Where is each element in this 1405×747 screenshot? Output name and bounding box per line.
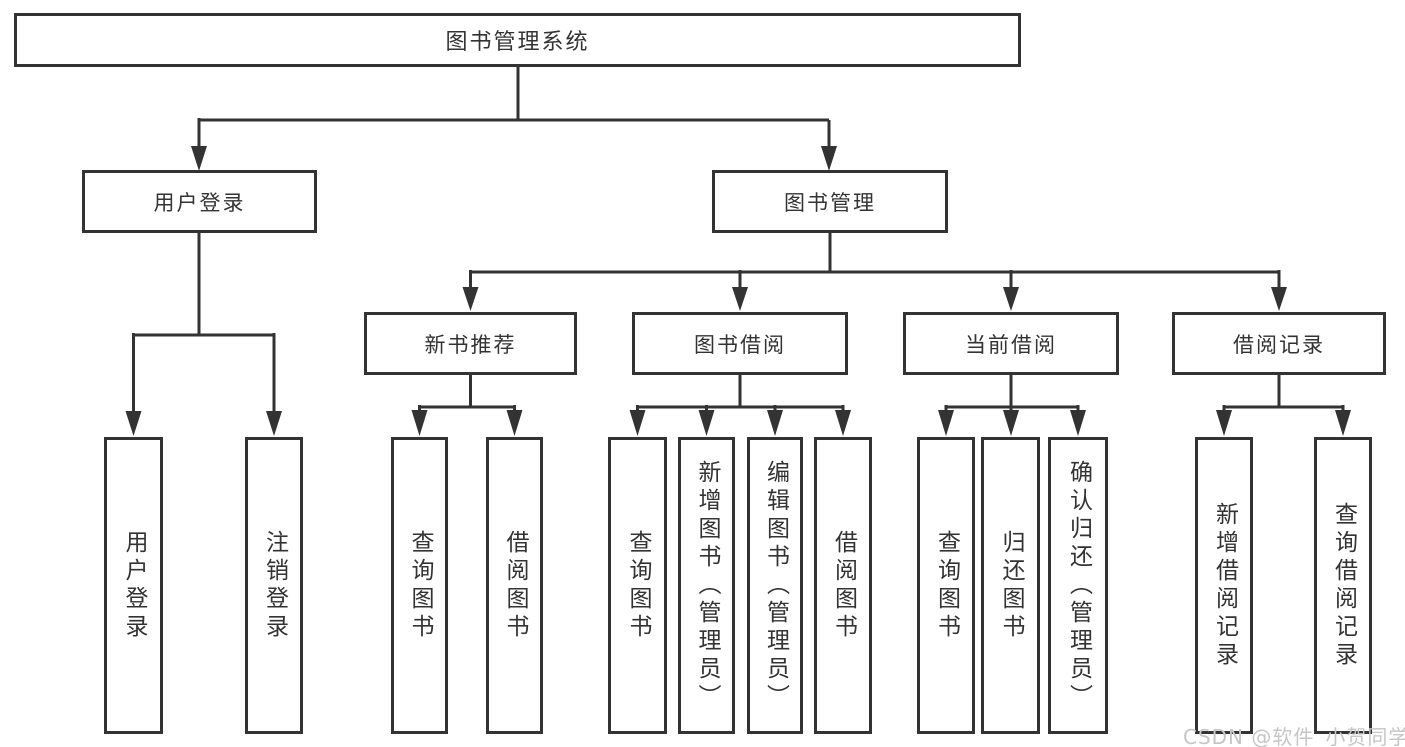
- connector-new-book-recommendation: [418, 375, 516, 414]
- leaf-return-books: 归还图书: [981, 437, 1040, 734]
- node-current-borrowing: 当前借阅: [903, 312, 1119, 375]
- leaf-borrow-books-recommend: 借阅图书: [486, 437, 543, 734]
- leaf-edit-book-admin: 编辑图书（管理员）: [747, 437, 803, 734]
- connector-book-management: [469, 233, 1281, 292]
- leaf-query-books-borrowing: 查询图书: [608, 437, 667, 734]
- watermark: CSDN @软件_小贺同学: [1183, 725, 1405, 747]
- connector-book-borrowing: [636, 375, 845, 414]
- connector-current-borrowing: [944, 375, 1080, 414]
- leaf-add-borrow-record: 新增借阅记录: [1195, 437, 1253, 734]
- arrowheads: [125, 146, 1351, 436]
- node-borrowing-records: 借阅记录: [1172, 312, 1386, 375]
- leaf-confirm-return-admin: 确认归还（管理员）: [1048, 437, 1108, 734]
- leaf-query-books-recommend: 查询图书: [391, 437, 448, 734]
- node-book-management: 图书管理: [712, 170, 948, 233]
- node-user-login: 用户登录: [82, 170, 317, 233]
- node-root: 图书管理系统: [14, 13, 1021, 67]
- node-book-borrowing: 图书借阅: [632, 312, 848, 375]
- connector-borrowing-records: [1222, 375, 1345, 414]
- leaf-logout: 注销登录: [245, 437, 303, 734]
- leaf-query-books-current: 查询图书: [917, 437, 975, 734]
- node-new-book-recommendation: 新书推荐: [364, 312, 577, 375]
- leaf-user-login: 用户登录: [104, 437, 163, 734]
- leaf-query-borrow-record: 查询借阅记录: [1314, 437, 1372, 734]
- connector-user-login: [132, 233, 276, 416]
- leaf-add-book-admin: 新增图书（管理员）: [678, 437, 735, 734]
- connector-root: [197, 67, 831, 150]
- leaf-borrow-books-borrowing: 借阅图书: [814, 437, 872, 734]
